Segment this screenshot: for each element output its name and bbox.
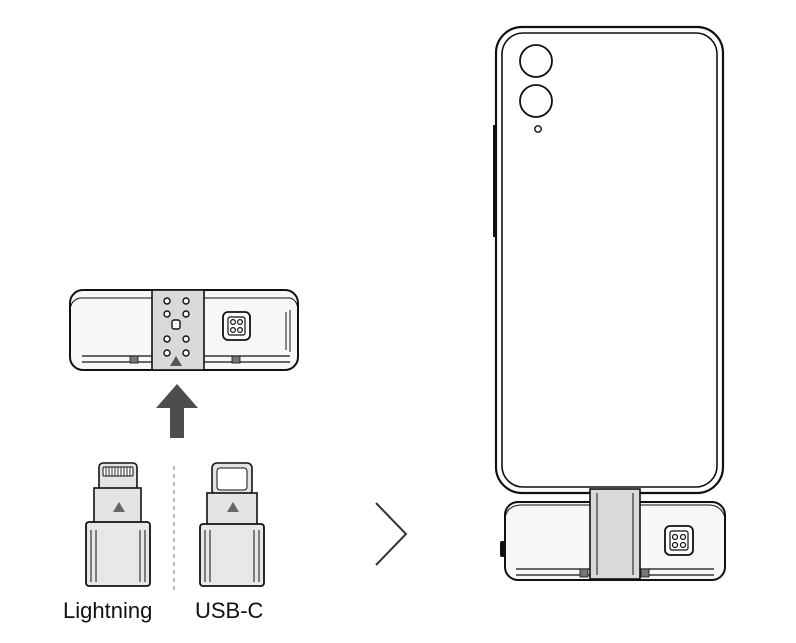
receiver-module [69, 289, 299, 371]
lightning-adapter [85, 462, 151, 587]
chevron-right-icon [375, 502, 408, 566]
mic-module-square [664, 525, 694, 556]
lightning-label: Lightning [63, 598, 153, 623]
contact-pins [163, 297, 190, 357]
camera-lens [519, 44, 553, 133]
usb-c-adapter [199, 462, 265, 587]
attached-receiver [500, 488, 726, 581]
smartphone [493, 25, 725, 495]
usb-c-label: USB-C [195, 598, 264, 623]
mic-module-square [222, 311, 251, 341]
side-grip [285, 310, 291, 352]
up-arrow-icon [156, 384, 198, 438]
